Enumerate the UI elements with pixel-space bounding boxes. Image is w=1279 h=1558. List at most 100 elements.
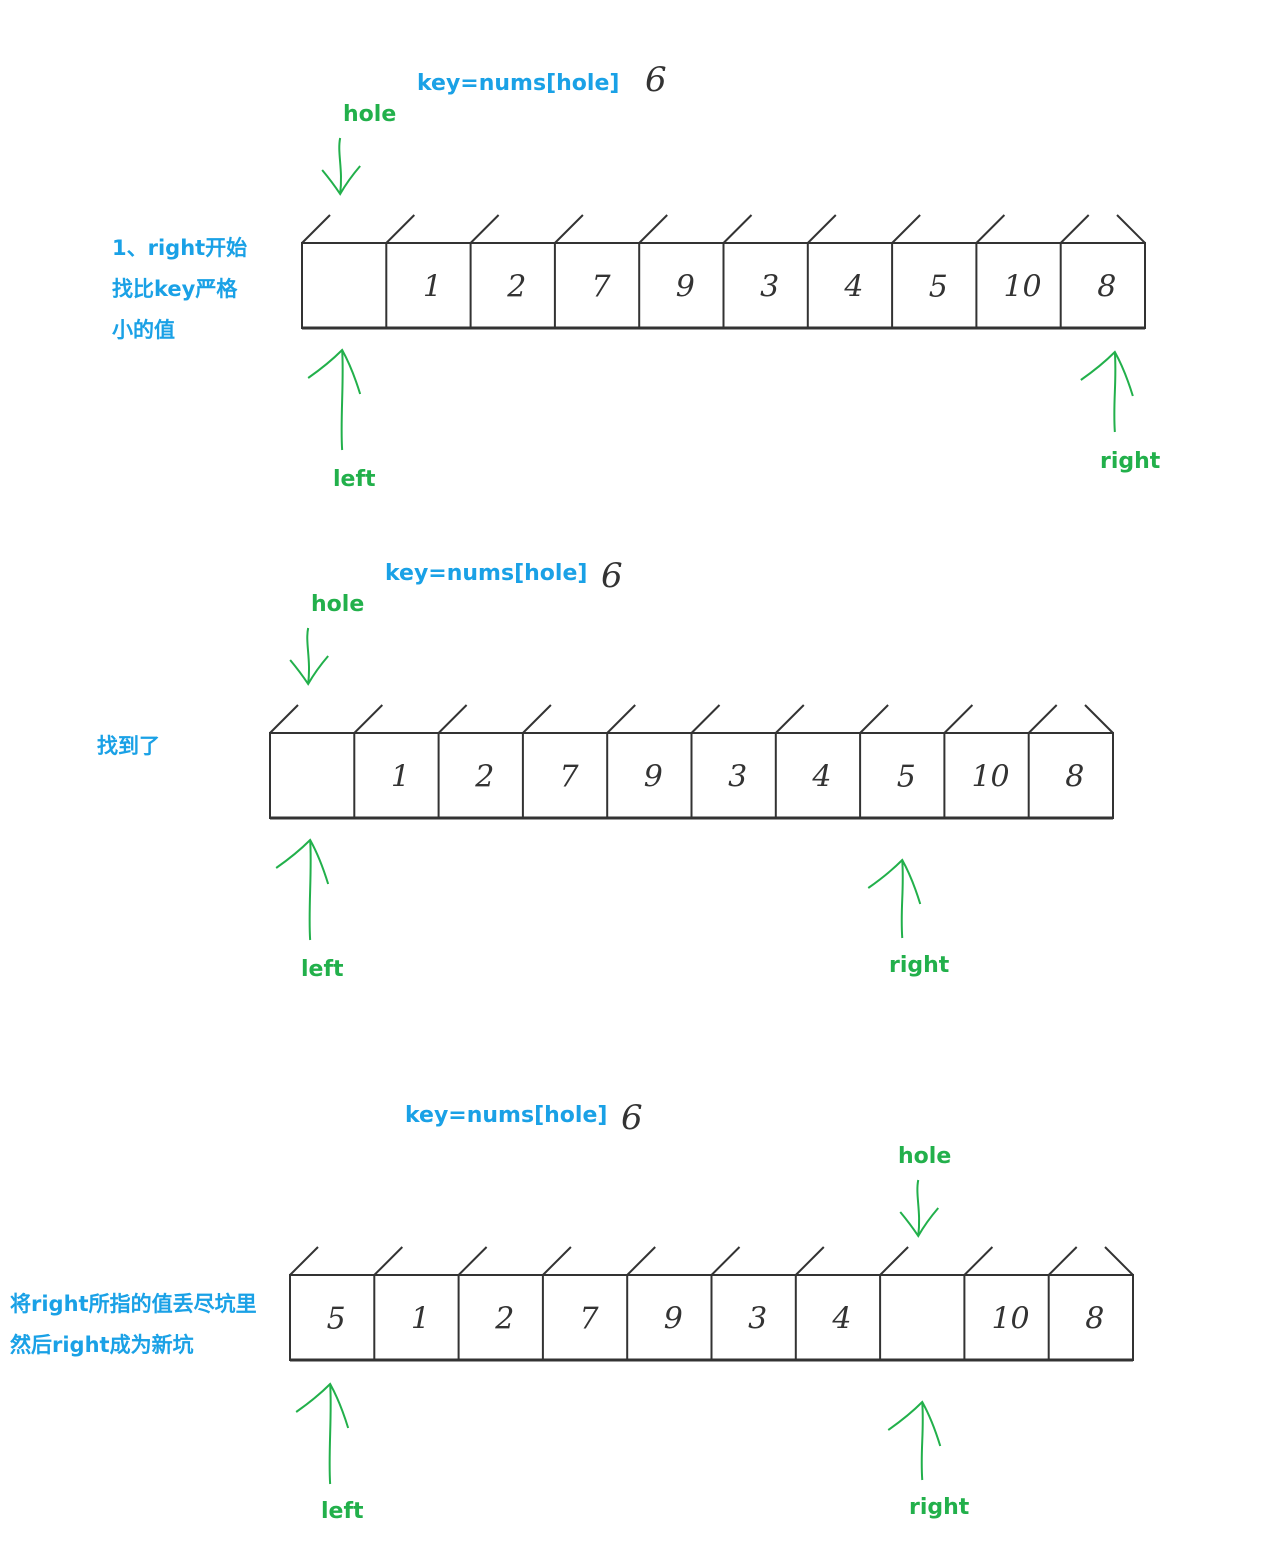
cell-top-edge bbox=[469, 214, 500, 244]
hole-label: hole bbox=[898, 1144, 952, 1169]
cell-top-edge bbox=[542, 1246, 572, 1276]
key-value: 6 bbox=[621, 1098, 643, 1138]
cell-top-edge bbox=[710, 1246, 741, 1276]
cell-value: 10 bbox=[991, 1302, 1029, 1337]
cell-value: 4 bbox=[831, 1302, 851, 1337]
cell-top-edge bbox=[795, 1246, 825, 1276]
cell-value: 8 bbox=[1097, 270, 1116, 305]
hole-arrow-head bbox=[289, 655, 329, 686]
cell-value: 7 bbox=[580, 1302, 600, 1337]
cell-top-edge bbox=[690, 704, 721, 734]
left-arrow-head bbox=[275, 838, 330, 885]
cell-value: 8 bbox=[1085, 1302, 1104, 1337]
left-label: left bbox=[321, 1499, 364, 1524]
cell-value: 1 bbox=[411, 1302, 430, 1337]
cell-top-edge bbox=[1116, 214, 1146, 244]
hole-arrow-shaft bbox=[916, 1179, 921, 1237]
cell-top-edge bbox=[353, 704, 384, 734]
cell-top-edge bbox=[722, 214, 753, 244]
key-label: key=nums[hole] bbox=[405, 1103, 608, 1128]
right-arrow-shaft bbox=[900, 859, 904, 939]
cell-value: 5 bbox=[327, 1302, 346, 1337]
cell-value: 3 bbox=[748, 1302, 767, 1337]
cell-value: 2 bbox=[494, 1302, 514, 1337]
left-arrow-shaft bbox=[328, 1383, 332, 1485]
cell-top-edge bbox=[943, 704, 974, 734]
cell-top-edge bbox=[1047, 1246, 1078, 1276]
right-arrow-shaft bbox=[920, 1401, 924, 1481]
hole-arrow-head bbox=[321, 165, 361, 196]
cell-top-edge bbox=[775, 704, 805, 734]
cell-top-edge bbox=[963, 1246, 994, 1276]
array-panel-3: 5 1 2 7 9 3 4 10 8 bbox=[289, 1179, 1134, 1485]
cell-top-edge bbox=[807, 214, 837, 244]
cell-value: 4 bbox=[811, 760, 831, 795]
step-description: 找到了 bbox=[97, 734, 160, 758]
hole-label: hole bbox=[311, 592, 365, 617]
cell-top-edge bbox=[437, 704, 468, 734]
cell-top-edge bbox=[879, 1246, 909, 1276]
cell-value: 9 bbox=[676, 270, 695, 305]
left-label: left bbox=[301, 957, 344, 982]
cell-top-edge bbox=[975, 214, 1006, 244]
cell-value: 1 bbox=[391, 760, 410, 795]
right-label: right bbox=[909, 1495, 970, 1520]
key-value: 6 bbox=[601, 556, 623, 596]
cell-value: 1 bbox=[423, 270, 442, 305]
cell-top-edge bbox=[522, 704, 552, 734]
cell-value: 7 bbox=[592, 270, 612, 305]
cell-value: 5 bbox=[897, 760, 916, 795]
right-arrow-head bbox=[867, 858, 922, 905]
right-arrow-head bbox=[887, 1400, 942, 1447]
key-label: key=nums[hole] bbox=[417, 71, 620, 96]
cell-top-edge bbox=[373, 1246, 404, 1276]
cell-top-edge bbox=[554, 214, 584, 244]
step-description: 将right所指的值丢尽坑里 然后right成为新坑 bbox=[10, 1292, 257, 1357]
right-label: right bbox=[1100, 449, 1161, 474]
right-arrow-shaft bbox=[1113, 351, 1117, 433]
left-arrow-head bbox=[295, 1382, 350, 1429]
left-arrow-shaft bbox=[308, 839, 312, 941]
hole-arrow-head bbox=[899, 1207, 940, 1238]
array-panel-2: 1 2 7 9 3 4 5 10 8 bbox=[269, 627, 1114, 941]
cell-top-edge bbox=[385, 214, 416, 244]
cell-top-edge bbox=[891, 214, 921, 244]
cell-value: 3 bbox=[760, 270, 779, 305]
array-panel-1: 1 2 7 9 3 4 5 10 8 bbox=[301, 137, 1146, 451]
hole-arrow-shaft bbox=[338, 137, 342, 195]
left-label: left bbox=[333, 467, 376, 492]
cell-top-edge bbox=[301, 214, 331, 244]
hole-label: hole bbox=[343, 102, 397, 127]
cell-top-edge bbox=[289, 1246, 319, 1276]
cell-top-edge bbox=[626, 1246, 656, 1276]
cell-top-edge bbox=[1104, 1246, 1134, 1276]
cell-top-edge bbox=[457, 1246, 488, 1276]
cell-value: 3 bbox=[728, 760, 747, 795]
cell-top-edge bbox=[1059, 214, 1090, 244]
cell-value: 2 bbox=[474, 760, 494, 795]
cell-top-edge bbox=[1027, 704, 1058, 734]
cell-top-edge bbox=[269, 704, 299, 734]
cell-value: 10 bbox=[1003, 270, 1041, 305]
cell-value: 2 bbox=[506, 270, 526, 305]
hole-arrow-shaft bbox=[306, 627, 310, 685]
cell-top-edge bbox=[859, 704, 889, 734]
cell-value: 9 bbox=[644, 760, 663, 795]
cell-value: 10 bbox=[971, 760, 1009, 795]
key-value: 6 bbox=[645, 60, 667, 100]
key-label: key=nums[hole] bbox=[385, 561, 588, 586]
right-label: right bbox=[889, 953, 950, 978]
cell-value: 7 bbox=[560, 760, 580, 795]
cell-value: 5 bbox=[929, 270, 948, 305]
cell-top-edge bbox=[1084, 704, 1114, 734]
cell-top-edge bbox=[638, 214, 668, 244]
cell-top-edge bbox=[606, 704, 636, 734]
step-description: 1、right开始 找比key严格 小的值 bbox=[112, 236, 248, 342]
cell-value: 9 bbox=[664, 1302, 683, 1337]
cell-value: 8 bbox=[1065, 760, 1084, 795]
left-arrow-head bbox=[307, 348, 362, 395]
right-arrow-head bbox=[1080, 350, 1134, 397]
cell-value: 4 bbox=[843, 270, 863, 305]
